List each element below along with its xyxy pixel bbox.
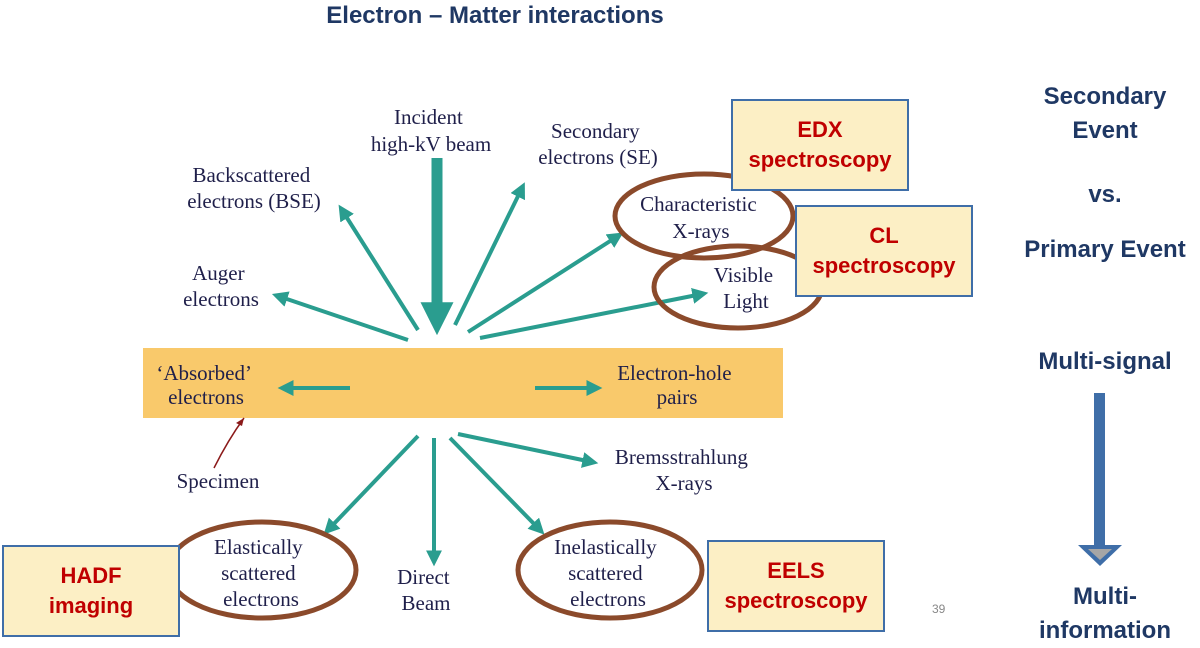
- specimen-band: [143, 348, 783, 418]
- cl-box-line2: spectroscopy: [812, 253, 956, 278]
- inelastic-label: Inelastically scattered electrons: [554, 535, 662, 611]
- secondary-electrons-label: Secondary electrons (SE): [538, 119, 658, 169]
- hadf-box-line1: HADF: [60, 563, 122, 588]
- elastic-arrow: [323, 434, 420, 535]
- eels-box-line2: spectroscopy: [724, 588, 868, 613]
- inelastic-arrow: [448, 436, 545, 535]
- edx-box-line1: EDX: [797, 117, 843, 142]
- characteristic-xrays-label: Characteristic X-rays: [640, 192, 762, 243]
- inelastic-ellipse: [515, 519, 705, 621]
- bse-arrow: [338, 204, 420, 332]
- secondary-event-text: Secondary Event: [1043, 83, 1167, 144]
- elastic-label: Elastically scattered electrons: [214, 535, 308, 611]
- page-title: Electron – Matter interactions: [326, 2, 664, 29]
- primary-event-text: Primary Event: [1024, 236, 1186, 263]
- bremsstrahlung-arrow: [457, 432, 599, 468]
- hadf-box: HADF imaging: [2, 545, 180, 637]
- electron-hole-label: Electron-hole pairs: [617, 361, 737, 409]
- edx-box-line2: spectroscopy: [748, 147, 892, 172]
- visible-light-label: Visible Light: [714, 263, 779, 313]
- direct-beam-label: Direct Beam: [397, 565, 455, 615]
- cl-box-line1: CL: [869, 223, 899, 248]
- multi-signal-text: Multi-signal: [1038, 348, 1172, 375]
- vs-text: vs.: [1088, 181, 1122, 208]
- multi-arrow-shaft: [1094, 393, 1105, 545]
- eels-box: EELS spectroscopy: [707, 540, 885, 632]
- xray-arrow: [466, 232, 624, 334]
- edx-box: EDX spectroscopy: [731, 99, 909, 191]
- cl-box: CL spectroscopy: [795, 205, 973, 297]
- specimen-pointer: [213, 417, 245, 469]
- backscattered-label: Backscattered electrons (BSE): [187, 163, 321, 213]
- absorbed-label: ‘Absorbed’ electrons: [156, 361, 255, 409]
- hadf-box-line2: imaging: [48, 593, 134, 618]
- eels-box-line1: EELS: [767, 558, 825, 583]
- auger-label: Auger electrons: [183, 261, 259, 311]
- incident-beam-label: Incident high-kV beam: [371, 105, 491, 156]
- bremsstrahlung-label: Bremsstrahlung X-rays: [615, 445, 753, 495]
- specimen-label: Specimen: [177, 469, 260, 493]
- se-arrow: [453, 182, 525, 326]
- multi-information-text: Multi- information: [1039, 583, 1171, 644]
- light-arrow: [479, 288, 709, 340]
- page-number: 39: [932, 602, 946, 616]
- auger-arrow: [271, 291, 409, 342]
- xray-ellipse: [612, 171, 796, 261]
